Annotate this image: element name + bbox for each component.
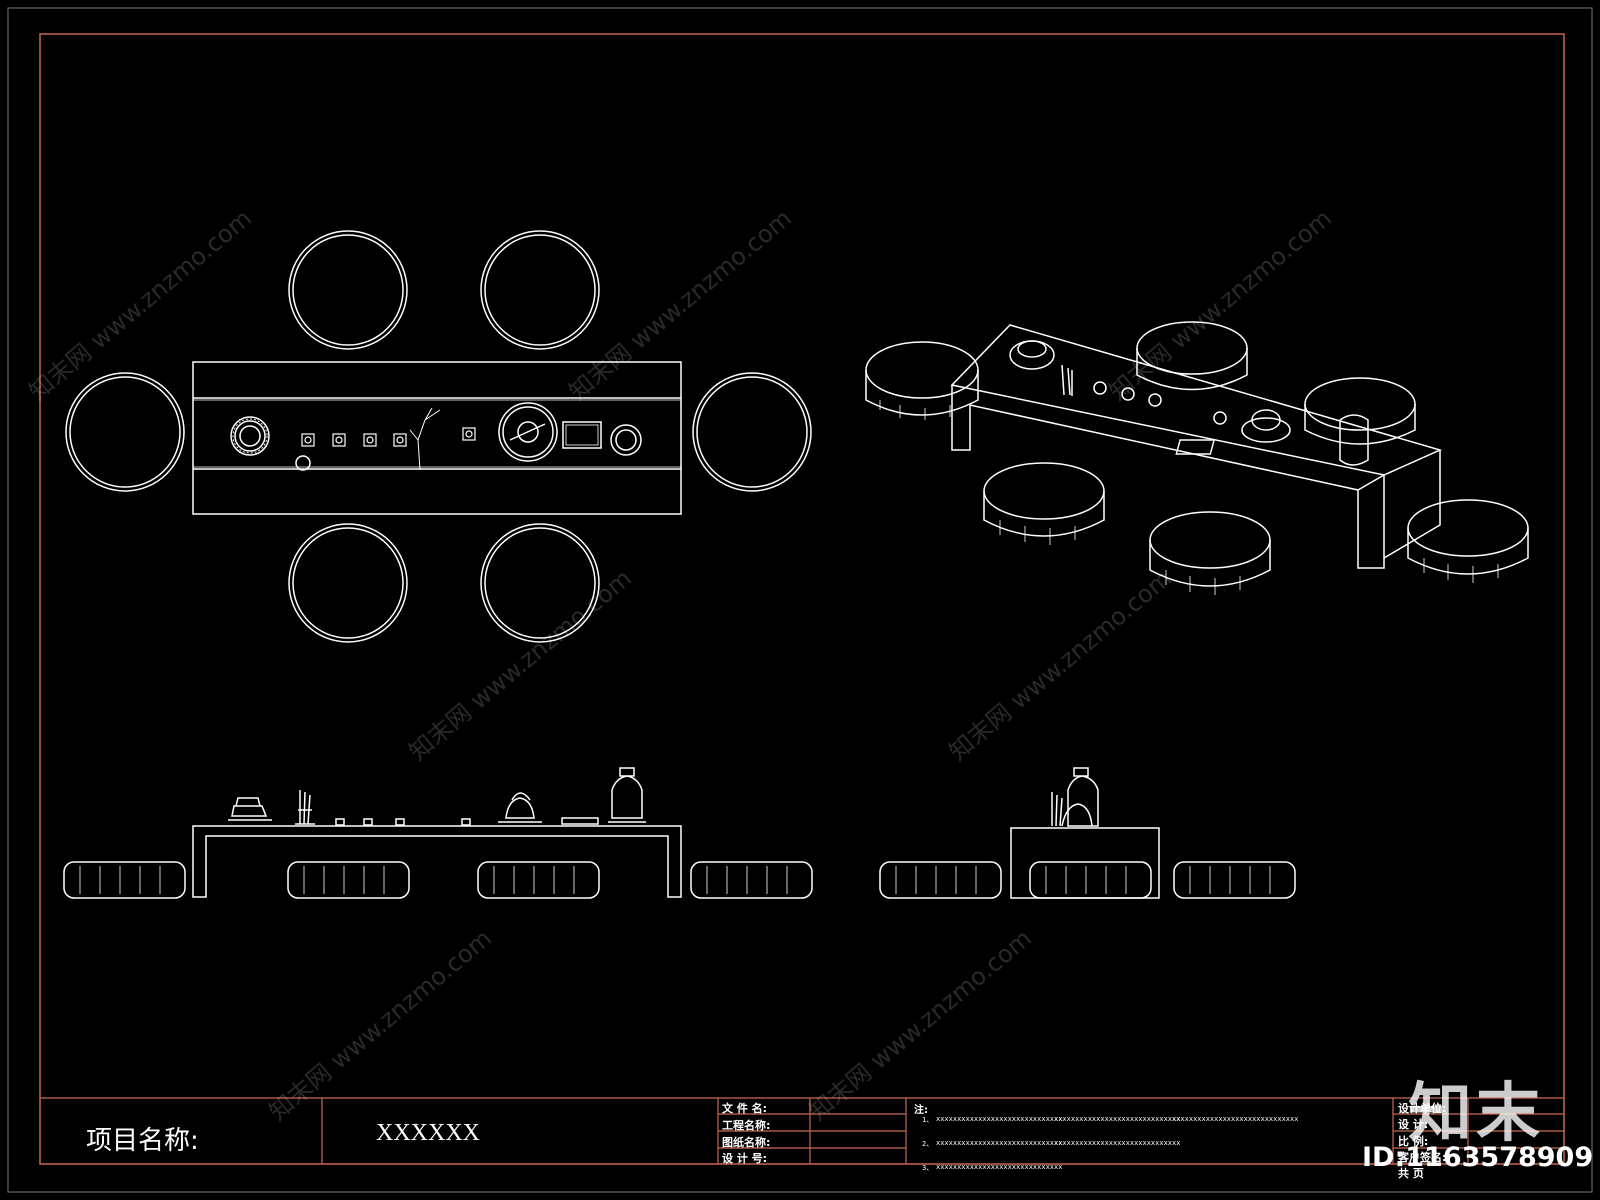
persp-items (1009, 340, 1369, 466)
front-stool (287, 861, 410, 899)
right-label-designer: 设 计: (1398, 1118, 1429, 1131)
project-name-value: XXXXXX (376, 1120, 480, 1146)
side-items (1051, 767, 1099, 827)
front-elevation (63, 767, 813, 899)
front-stool (477, 861, 600, 899)
plan-stool (65, 372, 185, 492)
watermark-logo: 知末 (1408, 1077, 1544, 1151)
right-label-scale: 比 例: (1398, 1135, 1429, 1148)
persp-stool (983, 462, 1105, 545)
persp-stool (1149, 511, 1271, 595)
note-number: 3、 (922, 1164, 934, 1172)
note-text: xxxxxxxxxxxxxxxxxxxxxxxxxxxxxx (936, 1139, 1063, 1147)
plan-tea-tray (230, 416, 270, 456)
persp-table-top (950, 324, 1443, 476)
right-label-page-count: 共 页 (1398, 1167, 1424, 1180)
side-stool (1173, 861, 1296, 899)
plan-tray-box (562, 421, 602, 449)
plan-stool (480, 230, 600, 350)
title-block (40, 1097, 1564, 1164)
notes-title: 注: (914, 1105, 928, 1116)
side-elevation (879, 767, 1296, 899)
plan-stool (288, 523, 408, 643)
plan-view (65, 230, 812, 643)
front-items (228, 767, 646, 826)
project-name-label: 项目名称: (86, 1126, 199, 1156)
note-text: xxxxxxxxxxxxxxxxxxxxxxxxxxxxxx (1054, 1139, 1181, 1147)
plan-stool (288, 230, 408, 350)
plan-plant (409, 407, 441, 471)
persp-stool (1136, 321, 1248, 391)
plan-jar (610, 424, 642, 456)
field-label-project-name: 工程名称: (722, 1119, 771, 1132)
side-stool (879, 861, 1002, 899)
outer-frame (7, 7, 1593, 1193)
plan-stool (692, 372, 812, 492)
field-label-drawing-name: 图纸名称: (722, 1136, 771, 1149)
plan-stool (480, 523, 600, 643)
persp-stool (1407, 499, 1529, 583)
note-text: xxxxxxxxxxxxxxxxxxxxxxxxxxxxxx (1172, 1115, 1299, 1123)
front-table (192, 825, 682, 898)
note-text: xxxxxxxxxxxxxxxxxxxxxxxxxxxxxx (936, 1115, 1063, 1123)
plan-cups (301, 427, 476, 447)
persp-stool (1304, 377, 1416, 445)
note-number: 1、 (922, 1116, 934, 1124)
watermark-id: ID:1163578909 (1362, 1142, 1594, 1173)
plan-kettle (498, 402, 558, 462)
front-stool (63, 861, 186, 899)
persp-stool (865, 341, 979, 420)
front-stool (690, 861, 813, 899)
right-label-client-signature: 客户签名: (1398, 1151, 1447, 1164)
side-stool (1029, 861, 1152, 899)
note-text: xxxxxxxxxxxxxxxxxxxxxxxxxxxxxx (1054, 1115, 1181, 1123)
plan-table (192, 361, 682, 515)
right-label-design-unit: 设计单位: (1398, 1102, 1447, 1115)
drawing-border (39, 33, 1565, 1165)
perspective-view (865, 321, 1529, 595)
side-table (1010, 827, 1160, 899)
field-label-design-number: 设 计 号: (722, 1152, 768, 1165)
field-label-file-name: 文 件 名: (722, 1102, 768, 1115)
note-number: 2、 (922, 1140, 934, 1148)
plan-cup (295, 455, 311, 471)
note-text: xxxxxxxxxxxxxxxxxxxxxxxxxxxxxx (936, 1163, 1063, 1171)
